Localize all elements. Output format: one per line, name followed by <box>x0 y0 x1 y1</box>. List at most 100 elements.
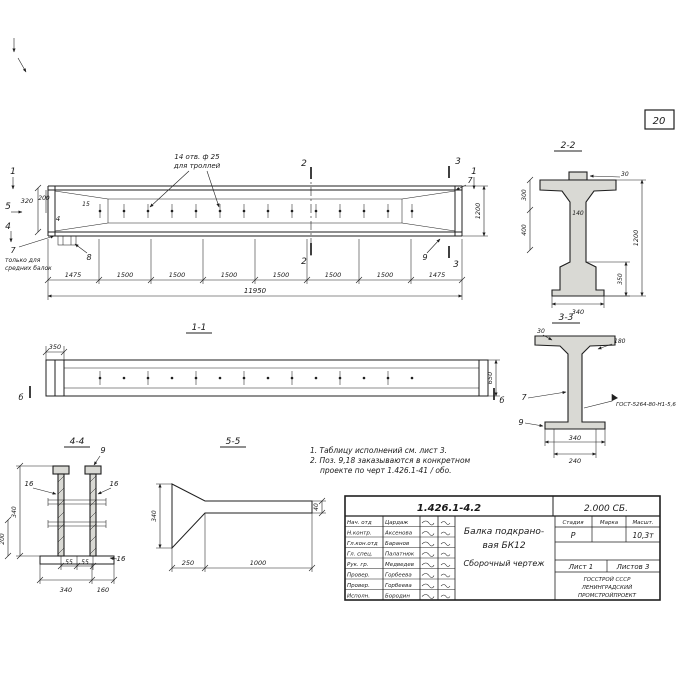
section-5-5-title: 5-5 <box>226 437 241 447</box>
section-3-3: 3-3 30 180 7 9 ГОСТ-5264-80-Н1-5,6 340 2… <box>518 313 676 465</box>
signature-marks <box>421 520 435 599</box>
sig-name-4: Медведев <box>385 562 414 568</box>
section-2-2-title: 2-2 <box>561 141 576 151</box>
sig-role-5: Провер. <box>347 573 370 579</box>
mass-value: 10,3т <box>632 531 654 540</box>
dim-350-s11: 350 <box>49 343 61 351</box>
sig-name-6: Горбеева <box>385 583 412 589</box>
section-2-marker-bottom: 2 <box>301 257 307 267</box>
dim-160-s44: 160 <box>97 586 109 594</box>
dim-55-b: 55 <box>81 559 89 566</box>
section-4-4: 4-4 9 16 16 16 340 200 55 55 <box>0 437 126 594</box>
pos-9-s44: 9 <box>100 446 105 455</box>
dim-400-s22: 400 <box>521 224 528 236</box>
hole-callout-line2: для троллей <box>173 162 221 170</box>
section-5-marker: 5 <box>5 202 11 212</box>
chain-dim-1: 1500 <box>117 271 134 279</box>
dim-250-s55: 250 <box>182 559 194 567</box>
drawing-title-line3: Сборочный чертеж <box>464 559 546 568</box>
note-line-2: 2. Поз. 9,18 заказываются в конкретном <box>310 456 471 465</box>
section-5-5: 5-5 340 40 250 1000 <box>151 437 326 572</box>
pos-9: 9 <box>422 253 427 262</box>
section-1-1-title: 1-1 <box>192 323 207 333</box>
elevation-view: 14 отв. ф 25 для троллей 2 2 3 3 1 1 5 4… <box>5 153 488 300</box>
sig-name-3: Палатнюк <box>385 552 415 558</box>
dim-180-s33: 180 <box>614 338 626 345</box>
pos-7-note-line1: только для <box>5 257 41 264</box>
marker-b-right: б <box>500 396 505 405</box>
chain-dim-0: 1475 <box>65 271 82 279</box>
stage-value: Р <box>571 531 576 540</box>
dim-140-s22: 140 <box>572 210 584 217</box>
dim-40-s55: 40 <box>313 503 320 511</box>
org-line-3: ПРОМСТРОЙПРОЕКТ <box>578 592 637 599</box>
section-1-marker-right: 1 <box>471 167 477 177</box>
dim-15: 15 <box>82 201 90 208</box>
sheets-total-label: Листов 3 <box>616 563 650 571</box>
sig-name-0: Цардаж <box>385 520 408 526</box>
dim-340-s55: 340 <box>151 510 158 522</box>
pos-8: 8 <box>86 253 91 262</box>
section-2-marker-top: 2 <box>301 159 307 169</box>
dim-16-right: 16 <box>110 480 119 488</box>
sig-name-2: Баранов <box>385 541 409 547</box>
sheet-number: 20 <box>653 116 666 127</box>
plan-holes <box>98 371 414 385</box>
dim-340-s33: 340 <box>569 434 581 442</box>
dim-16-base: 16 <box>117 555 126 563</box>
pos-7-right: 7 <box>467 176 473 185</box>
pos-7-note-line2: средних балок <box>5 265 52 272</box>
doc-code: 2.000 СБ. <box>584 504 628 514</box>
sig-name-5: Горбеева <box>385 573 412 579</box>
sig-name-7: Бородин <box>385 594 410 600</box>
sig-role-2: Гл.кон.отд <box>347 541 378 547</box>
title-block: 1.426.1-4.2 2.000 СБ. Нач. отд Цардаж Н.… <box>344 495 661 601</box>
section-4-4-title: 4-4 <box>70 437 85 447</box>
sheet-number-box: 20 <box>644 109 675 130</box>
chain-dim-5: 1500 <box>325 271 342 279</box>
drawing-title-line2: вая БК12 <box>482 541 525 551</box>
scale-header: Масшт. <box>632 520 653 526</box>
doc-number: 1.426.1-4.2 <box>417 503 481 514</box>
dim-1200-elevation: 1200 <box>474 203 482 220</box>
dim-16-left: 16 <box>25 480 34 488</box>
note-line-3: проекте по черт 1.426.1-41 / обо. <box>320 466 452 475</box>
mark-header: Марка <box>600 520 619 526</box>
signature-rows: Нач. отд Цардаж Н.контр. Аксенова Гл.кон… <box>347 520 451 600</box>
registration-marks <box>12 38 27 73</box>
org-line-1: ГОССТРОЙ СССР <box>584 576 631 583</box>
dim-340-s22: 340 <box>572 308 584 316</box>
dim-340-height-s44: 340 <box>11 506 18 518</box>
chain-dim-4: 1500 <box>273 271 290 279</box>
dim-55-a: 55 <box>65 559 73 566</box>
dim-650-s11: 650 <box>486 372 494 384</box>
chain-dim-2: 1500 <box>169 271 186 279</box>
pos-7-s33: 7 <box>521 393 527 402</box>
dim-1200-s22: 1200 <box>632 230 640 247</box>
dim-1000-s55: 1000 <box>250 559 267 567</box>
dim-200: 200 <box>38 195 50 202</box>
stage-header: Стадия <box>562 520 584 526</box>
dim-320: 320 <box>21 197 33 205</box>
section-3-3-title: 3-3 <box>559 313 574 323</box>
weld-note: ГОСТ-5264-80-Н1-5,6 <box>616 402 676 408</box>
note-line-1: 1. Таблицу исполнений см. лист 3. <box>310 446 447 455</box>
section-4-marker: 4 <box>5 222 11 232</box>
marker-b-left: б <box>19 393 24 402</box>
trolley-holes <box>98 204 414 218</box>
chain-dim-3: 1500 <box>221 271 238 279</box>
drawing-title-line1: Балка подкрано- <box>464 527 544 537</box>
dim-340-base-s44: 340 <box>60 586 72 594</box>
sig-role-6: Провер. <box>347 583 370 589</box>
pos-4-label: 4 <box>56 215 60 223</box>
dim-300-s22: 300 <box>521 189 528 201</box>
sheet-label: Лист 1 <box>568 563 593 571</box>
chain-dim-6: 1500 <box>377 271 394 279</box>
dim-200-s44: 200 <box>0 533 6 545</box>
dim-total: 11950 <box>244 287 267 295</box>
section-2-2: 2-2 30 300 400 140 1200 350 340 <box>521 141 646 316</box>
chain-dim-7: 1475 <box>429 271 446 279</box>
hole-callout-line1: 14 отв. ф 25 <box>174 153 220 161</box>
